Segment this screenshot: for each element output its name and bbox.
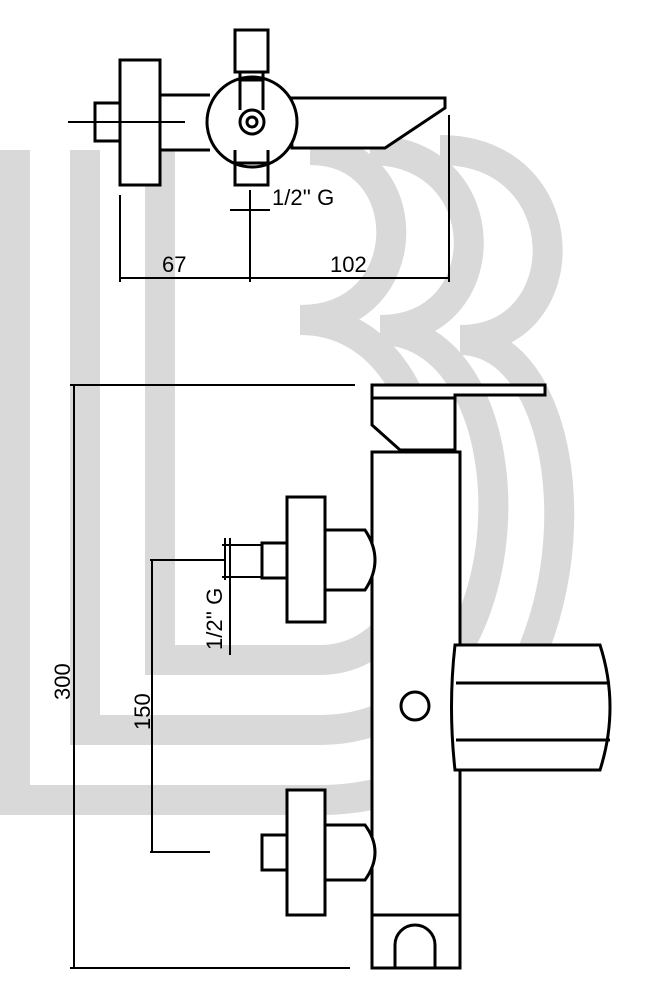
dim-label-300: 300 [50, 663, 75, 700]
top-connector [160, 93, 210, 152]
top-spout [288, 96, 447, 150]
top-outlet [233, 150, 270, 187]
lower-inlet-nut [260, 833, 289, 872]
lower-escutcheon [285, 788, 327, 917]
top-handle [233, 28, 270, 74]
upper-escutcheon [285, 495, 327, 624]
upper-inlet-nut [260, 541, 289, 580]
lower-inlet-arm [323, 823, 377, 882]
side-spout-lever [370, 396, 457, 452]
side-diverter-knob [399, 690, 431, 722]
thread-label-side: 1/2'' G [202, 588, 227, 650]
dim-label-102: 102 [330, 252, 367, 277]
top-diverter-knob [238, 108, 266, 136]
side-view: 300 150 1/2'' G [50, 383, 612, 970]
dim-label-150: 150 [130, 693, 155, 730]
top-diverter-center [245, 115, 259, 129]
thread-label-top: 1/2'' G [272, 185, 334, 210]
side-handle [450, 643, 612, 772]
top-view: 67 102 1/2'' G [68, 28, 450, 282]
upper-inlet-arm [323, 528, 377, 592]
dim-label-67: 67 [162, 252, 186, 277]
watermark-logo [0, 135, 575, 815]
side-hose-outlet [372, 913, 460, 968]
